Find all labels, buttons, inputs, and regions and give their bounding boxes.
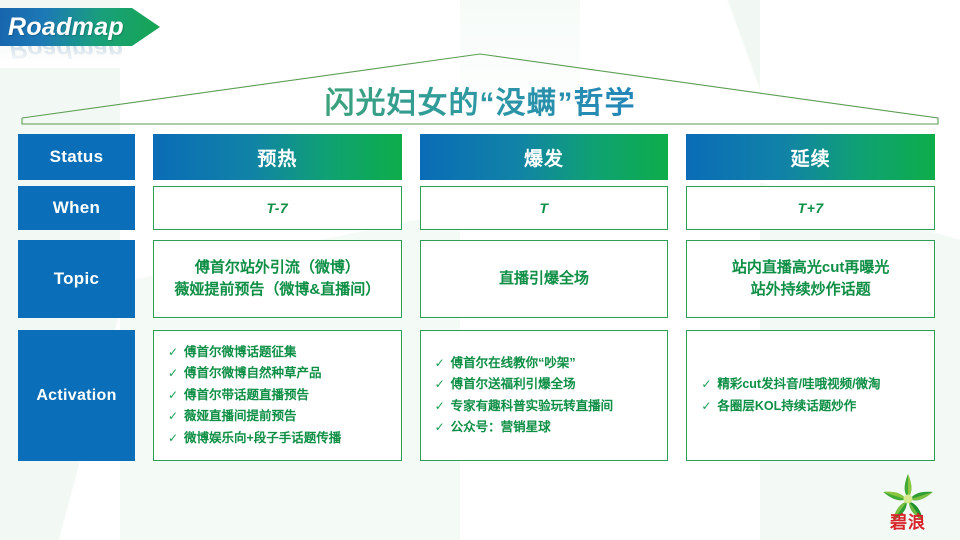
star-flower-icon [883,474,933,522]
page-title: 闪光妇女的“没螨”哲学 [0,78,960,122]
activation-list-item: ✓ 精彩cut发抖音/哇哦视频/微淘 [701,374,880,396]
when-cell-1: T-7 [153,186,402,230]
activation-list-item-label: 傅首尔微博话题征集 [184,344,297,359]
activation-list-item: ✓ 专家有趣科普实验玩转直播间 [435,396,614,418]
check-icon: ✓ [168,366,179,381]
activation-cell-3: ✓ 精彩cut发抖音/哇哦视频/微淘 ✓ 各圈层KOL持续话题炒作 [686,330,936,461]
activation-list-3: ✓ 精彩cut发抖音/哇哦视频/微淘 ✓ 各圈层KOL持续话题炒作 [701,374,880,417]
check-icon: ✓ [701,377,712,391]
column-header-2: 爆发 [419,134,669,180]
activation-list-1: ✓ 傅首尔微博话题征集 ✓ 傅首尔微博自然种草产品 ✓ 傅首尔带话题直播预告 ✓ 薇娅直播间提… [168,342,341,450]
activation-list-item: ✓ 各圈层KOL持续话题炒作 [701,396,880,418]
roadmap-banner-reflection: Roadmap [0,46,160,68]
column-header-3: 延续 [686,134,936,180]
topic-cell-3: 站内直播高光cut再曝光站外持续炒作话题 [686,240,936,318]
activation-list-item-label: 各圈层KOL持续话题炒作 [717,398,857,413]
activation-list-item-label: 专家有趣科普实验玩转直播间 [450,398,614,413]
activation-list-item: ✓ 傅首尔带话题直播预告 [168,385,341,407]
activation-list-item-label: 公众号：营销星球 [450,420,551,434]
check-icon: ✓ [168,387,179,402]
row-label-status: Status [18,134,135,180]
check-icon: ✓ [701,398,712,413]
activation-list-item-label: 傅首尔送福利引爆全场 [450,377,576,391]
topic-cell-2-lines: 直播引爆全场 [499,268,589,291]
activation-list-item: ✓ 微博娱乐向+段子手话题传播 [168,428,341,450]
check-icon: ✓ [434,355,445,370]
activation-list-item-label: 精彩cut发抖音/哇哦视频/微淘 [717,377,881,391]
roadmap-table: Status 预热 爆发 延续 When T-7 T T+7 Topic 傅首尔… [18,134,936,461]
activation-cell-1: ✓ 傅首尔微博话题征集 ✓ 傅首尔微博自然种草产品 ✓ 傅首尔带话题直播预告 ✓ 薇娅直播间提… [153,330,402,461]
topic-cell-2: 直播引爆全场 [419,240,669,318]
row-label-topic: Topic [18,240,135,318]
row-label-activation: Activation [18,330,135,461]
activation-cell-2: ✓ 傅首尔在线教你“吵架” ✓ 傅首尔送福利引爆全场 ✓ 专家有趣科普实验玩转直播间 ✓ 公众… [419,330,669,461]
topic-cell-1: 傅首尔站外引流（微博） 薇娅提前预告（微博&直播间） [153,240,402,318]
check-icon: ✓ [168,430,179,445]
table-row-when: When T-7 T T+7 [18,186,936,230]
activation-list-item-label: 傅首尔微博自然种草产品 [184,366,322,381]
activation-list-item-label: 傅首尔在线教你“吵架” [450,355,576,370]
table-row-activation: Activation ✓ 傅首尔微博话题征集 ✓ 傅首尔微博自然种草产品 ✓ 傅首尔带话题… [18,330,936,461]
activation-list-item-label: 傅首尔带话题直播预告 [184,387,310,402]
topic-cell-3-lines: 站内直播高光cut再曝光站外持续炒作话题 [732,257,890,302]
text-line: 站外持续炒作话题 [750,281,871,298]
roadmap-banner: Roadmap [0,8,160,46]
activation-list-2: ✓ 傅首尔在线教你“吵架” ✓ 傅首尔送福利引爆全场 ✓ 专家有趣科普实验玩转直播间 ✓ 公众… [435,353,614,439]
brand-logo-text: 碧浪 [890,513,926,533]
row-label-when: When [18,186,135,230]
activation-list-item-label: 薇娅直播间提前预告 [184,409,297,424]
check-icon: ✓ [168,344,179,359]
check-icon: ✓ [434,377,445,391]
text-line: 薇娅提前预告（微博&直播间） [174,281,381,298]
roof-outline-decoration [21,53,939,125]
roadmap-banner-reflection-fade [0,46,160,68]
activation-list-item: ✓ 傅首尔微博自然种草产品 [168,363,341,385]
check-icon: ✓ [434,420,445,434]
roadmap-banner-label: Roadmap [7,12,124,41]
table-row-topic: Topic 傅首尔站外引流（微博） 薇娅提前预告（微博&直播间） 直播引爆全场 站… [18,240,936,318]
table-row-status: Status 预热 爆发 延续 [18,134,936,180]
check-icon: ✓ [168,409,179,424]
text-line: 直播引爆全场 [499,269,590,287]
topic-cell-1-lines: 傅首尔站外引流（微博） 薇娅提前预告（微博&直播间） [174,257,380,302]
activation-list-item: ✓ 傅首尔微博话题征集 [168,342,341,364]
check-icon: ✓ [434,398,445,413]
when-cell-2: T [419,186,669,230]
activation-list-item: ✓ 傅首尔在线教你“吵架” [435,353,614,375]
activation-list-item: ✓ 公众号：营销星球 [435,417,614,439]
column-header-1: 预热 [153,134,402,180]
activation-list-item-label: 微博娱乐向+段子手话题传播 [184,430,342,445]
when-cell-3: T+7 [686,186,936,230]
activation-list-item: ✓ 薇娅直播间提前预告 [168,406,341,428]
text-line: 傅首尔站外引流（微博） [194,258,360,276]
activation-list-item: ✓ 傅首尔送福利引爆全场 [435,374,614,396]
text-line: 站内直播高光cut再曝光 [731,258,890,276]
